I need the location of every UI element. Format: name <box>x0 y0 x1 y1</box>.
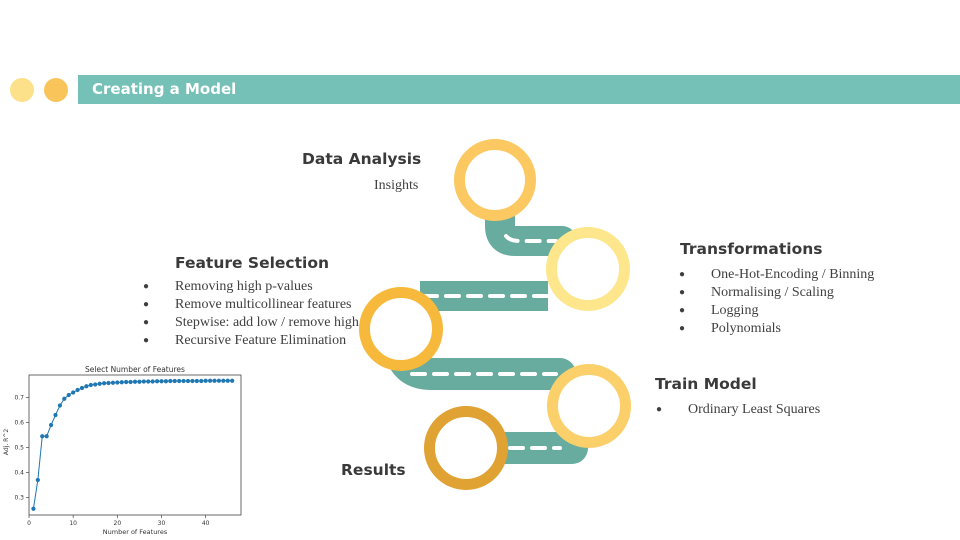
feature-selection-title: Feature Selection <box>175 254 330 272</box>
page-title: Creating a Model <box>92 80 237 98</box>
ring-transformations <box>546 227 630 311</box>
chart-point <box>101 381 107 386</box>
chart-point <box>177 378 182 384</box>
chart-point <box>40 434 45 439</box>
list-item: Removing high p-values <box>143 278 359 296</box>
chart-points <box>31 378 235 511</box>
chart-y-tick-label: 0.6 <box>14 420 24 427</box>
feature-selection-list: Removing high p-values Remove multicolli… <box>143 278 359 350</box>
chart-point <box>159 379 164 384</box>
list-item: Recursive Feature Elimination <box>143 332 359 350</box>
list-item: Normalising / Scaling <box>679 284 874 302</box>
ring-train-model <box>547 364 631 448</box>
data-analysis-item: Insights <box>374 178 419 193</box>
chart-point <box>31 506 36 511</box>
train-model-list: Ordinary Least Squares <box>656 401 820 419</box>
chart-x-tick-label: 40 <box>202 520 210 527</box>
chart-x-ticks: 0 10 20 30 40 <box>27 515 210 527</box>
chart-point <box>225 378 230 383</box>
chart-point <box>88 382 93 388</box>
list-item: Stepwise: add low / remove high <box>143 314 359 332</box>
chart-x-tick-label: 10 <box>69 520 77 527</box>
chart-point <box>66 392 71 398</box>
data-analysis-title: Data Analysis <box>302 150 422 168</box>
road-dashes <box>410 234 562 450</box>
chart-point <box>115 380 120 385</box>
chart-title: Select Number of Features <box>85 365 185 374</box>
chart-point <box>53 412 58 418</box>
chart-point <box>132 379 138 384</box>
chart-point <box>146 379 151 384</box>
chart-point <box>110 380 116 385</box>
list-item: Logging <box>679 302 874 320</box>
chart-point <box>168 378 173 384</box>
chart-point <box>93 382 98 387</box>
chart-point <box>203 378 208 383</box>
chart-point <box>212 378 217 383</box>
chart-point <box>79 385 85 391</box>
decorative-dot-right <box>44 78 68 102</box>
feature-selection-chart: Select Number of Features Adj. R^2 Numbe… <box>3 365 242 536</box>
chart-point <box>207 378 213 383</box>
chart-point <box>71 390 76 395</box>
chart-point <box>216 378 222 383</box>
chart-point <box>137 379 142 384</box>
chart-y-axis-label: Adj. R^2 <box>3 429 10 455</box>
chart-point <box>119 380 124 385</box>
chart-point <box>221 378 226 383</box>
header-bar: Creating a Model <box>78 75 960 104</box>
chart-point <box>62 396 67 401</box>
chart-point <box>150 379 155 384</box>
chart-point <box>106 380 111 386</box>
chart-point <box>194 378 199 384</box>
chart-y-tick-label: 0.3 <box>14 495 24 502</box>
chart-point <box>75 387 80 393</box>
ring-results <box>424 406 508 490</box>
chart-point <box>84 384 89 389</box>
chart-plot-area <box>28 374 242 516</box>
chart-y-ticks: 0.3 0.4 0.5 0.6 0.7 <box>14 395 29 502</box>
chart-point <box>172 378 177 384</box>
chart-x-tick-label: 30 <box>158 520 166 527</box>
chart-point <box>124 379 129 385</box>
chart-point <box>97 381 102 386</box>
ring-feature-selection <box>359 287 443 371</box>
chart-x-axis-label: Number of Features <box>103 528 168 536</box>
chart-point <box>163 379 169 384</box>
chart-point <box>199 378 204 384</box>
list-item: Remove multicollinear features <box>143 296 359 314</box>
chart-x-tick-label: 20 <box>114 520 122 527</box>
results-title: Results <box>341 461 406 479</box>
list-item: Ordinary Least Squares <box>656 401 820 419</box>
chart-point <box>128 379 133 385</box>
transformations-list: One-Hot-Encoding / Binning Normalising /… <box>679 266 874 338</box>
chart-series-line <box>32 380 233 509</box>
chart-x-tick-label: 0 <box>27 520 31 527</box>
chart-point <box>44 434 49 439</box>
chart-y-tick-label: 0.7 <box>14 395 24 402</box>
chart-point <box>35 477 40 483</box>
list-item: Polynomials <box>679 320 874 338</box>
chart-point <box>57 403 63 408</box>
chart-point <box>190 378 195 384</box>
chart-point <box>141 379 146 384</box>
chart-point <box>154 379 160 384</box>
chart-y-tick-label: 0.5 <box>14 445 24 452</box>
transformations-title: Transformations <box>680 240 823 258</box>
chart-y-tick-label: 0.4 <box>14 470 24 477</box>
list-item: One-Hot-Encoding / Binning <box>679 266 874 284</box>
chart-point <box>48 422 54 428</box>
chart-point <box>181 378 186 384</box>
chart-point <box>185 378 191 384</box>
ring-data-analysis <box>454 139 536 221</box>
train-model-title: Train Model <box>655 375 757 393</box>
decorative-dot-left <box>10 78 34 102</box>
chart-point <box>230 378 235 383</box>
